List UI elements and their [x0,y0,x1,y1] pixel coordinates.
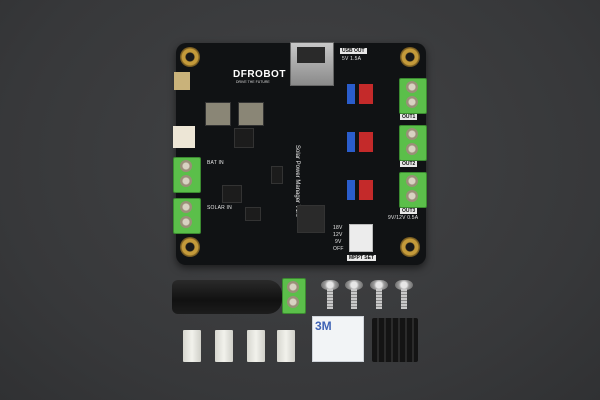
brand-tagline: DRIVE THE FUTURE [236,80,270,84]
screw-icon [180,160,192,172]
nylon-spacer [183,330,201,362]
screw-icon [287,296,299,308]
inductor-6r8 [297,205,325,233]
screw-icon [180,216,192,228]
mppt-option-12v: 12V [333,232,343,238]
inductor-4r7 [222,185,242,203]
bat-in-label: BAT IN [207,160,224,166]
solar-in-label: SOLAR IN [207,205,232,211]
out1-switch-jumper [347,84,355,104]
usb-out-label: USB OUT [340,48,367,54]
out3-switch-jumper [347,180,355,200]
inductor [234,128,254,148]
screw [321,280,339,310]
screw-icon [406,190,418,202]
usb-out-port [290,42,334,86]
inductor [238,102,264,126]
screw-icon [406,128,418,140]
brand-logo: DFROBOT [233,69,286,80]
dc-jack-adapter [172,280,282,314]
out3-spec: 9V/12V 0.5A [388,215,419,221]
screw-icon [287,281,299,293]
mppt-option-off: OFF [333,246,344,252]
out3-header [359,180,373,200]
out2-header [359,132,373,152]
bat-in-terminal [173,157,201,193]
micro-usb-port [174,72,190,90]
tape-brand: 3M [315,319,332,333]
screw [395,280,413,310]
ic-chip [245,207,261,221]
nylon-spacer [277,330,295,362]
screw-icon [180,201,192,213]
screw-icon [406,81,418,93]
adhesive-tape-pad: 3M [312,316,364,362]
screw-icon [406,175,418,187]
slide-switch [271,166,283,184]
out1-header [359,84,373,104]
mppt-option-9v: 9V [335,239,342,245]
mounting-hole [400,47,420,67]
nylon-spacer [215,330,233,362]
out2-switch-jumper [347,132,355,152]
mounting-hole [180,237,200,257]
mppt-set-label: MPPT SET [347,255,377,261]
out1-label: OUT1 [400,114,418,120]
mounting-hole [400,237,420,257]
screw-icon [406,143,418,155]
heatsink [372,318,418,362]
screw-icon [406,96,418,108]
nylon-spacer [247,330,265,362]
screw-icon [180,175,192,187]
usb-out-spec: 5V 1.5A [342,56,362,62]
out3-label: OUT3 [400,208,418,214]
inductor [205,102,231,126]
out2-label: OUT2 [400,161,418,167]
screw [370,280,388,310]
mppt-option-18v: 18V [333,225,343,231]
battery-connector [173,126,195,148]
screw [345,280,363,310]
mppt-dip-switch [349,224,373,252]
mounting-hole [180,47,200,67]
